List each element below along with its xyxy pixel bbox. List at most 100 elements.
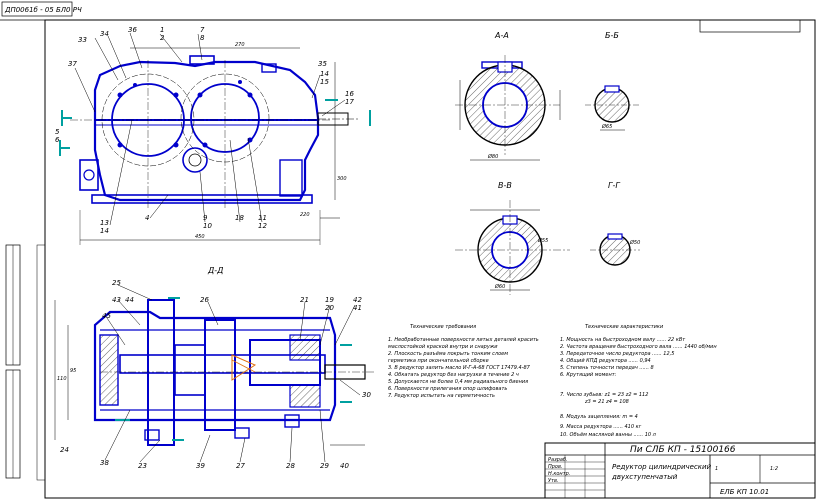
dim-width-top: 270 xyxy=(235,42,245,48)
section-aa-label: А-А xyxy=(494,31,509,40)
callout-29: 29 xyxy=(320,462,329,470)
tb-row-1: Разраб. xyxy=(548,457,568,463)
callout-42: 42 xyxy=(353,296,362,304)
callout-35: 35 xyxy=(318,60,327,68)
section-bb: Б-Б Ø65 xyxy=(585,31,640,131)
tech-line-8: z3 = 21 z4 = 108 xyxy=(584,399,629,405)
req-line-6: 4. Обкатать редуктор без нагрузки в тече… xyxy=(388,372,519,378)
tb-name-line2: двухступенчатый xyxy=(611,473,678,481)
dim-height: 300 xyxy=(337,176,347,182)
callout-38: 38 xyxy=(100,459,109,467)
plan-shaft-main xyxy=(119,354,326,374)
callout-2: 2 xyxy=(160,34,165,42)
tb-name-line1: Редуктор цилиндрический xyxy=(612,463,712,471)
req-line-9: 7. Редуктор испытать на герметичность xyxy=(388,393,495,399)
callout-34: 34 xyxy=(100,30,109,38)
callout-41: 41 xyxy=(353,304,362,312)
callout-37: 37 xyxy=(68,60,77,68)
req-line-7: 5. Допускается не более 0,4 мм радиально… xyxy=(388,379,528,385)
title-block: Разраб. Пров. Н.контр. Утв. Пи СЛБ КП - … xyxy=(544,442,816,499)
tech-line-6: 6. Крутящий момент: xyxy=(560,372,617,378)
tb-row-4: Утв. xyxy=(548,478,559,484)
tech-line-10: 9. Масса редуктора ...... 410 кг xyxy=(560,424,642,430)
req-line-5: 3. В редуктор залить масло И-Г-А-68 ГОСТ… xyxy=(388,365,531,371)
tb-sheet: 1 xyxy=(715,466,718,472)
dim-plan-height2: 110 xyxy=(57,376,67,382)
tech-line-4: 4. Общий КПД редуктора ...... 0,94 xyxy=(560,358,651,364)
req-line-1: 1. Необработанные поверхности литых дета… xyxy=(388,337,539,343)
callout-44: 44 xyxy=(125,296,134,304)
tech-line-7: 7. Число зубьев: z1 = 23 z2 = 112 xyxy=(560,392,648,398)
callout-40: 40 xyxy=(340,462,349,470)
plan-section-view: Д-Д 95 110 xyxy=(54,266,375,470)
tech-line-5: 5. Степень точности передач ...... 8 xyxy=(560,365,654,371)
dim-offset: 220 xyxy=(300,212,310,218)
tech-line-1: 1. Мощность на быстроходном валу ...... … xyxy=(560,337,686,343)
req-line-8: 6. Поверхности прилегания опор шлифовать xyxy=(388,386,507,392)
callout-21: 21 xyxy=(300,296,309,304)
callout-12: 12 xyxy=(258,222,267,230)
callout-13: 13 xyxy=(100,219,109,227)
callout-6: 6 xyxy=(55,136,60,144)
callout-43: 43 xyxy=(112,296,121,304)
callout-4: 4 xyxy=(145,214,149,222)
req-title: Технические требования xyxy=(410,324,476,330)
tb-code: ЕЛБ КП 10.01 xyxy=(720,488,769,496)
callout-19: 19 xyxy=(325,296,334,304)
callout-28: 28 xyxy=(286,462,295,470)
dim-plan-height: 95 xyxy=(70,368,76,374)
tb-doc-number: Пи СЛБ КП - 15100166 xyxy=(630,445,736,455)
req-line-3: 2. Плоскость разъёма покрыть тонким слое… xyxy=(388,351,508,357)
callout-16: 16 xyxy=(345,90,354,98)
callout-45: 45 xyxy=(102,312,111,320)
callout-8: 8 xyxy=(200,34,205,42)
callout-14b: 14 xyxy=(100,227,109,235)
stamp-box xyxy=(1,1,73,17)
housing-outline xyxy=(93,60,320,202)
tech-line-11: 10. Объём масляной ванны ...... 10 л xyxy=(560,432,657,438)
dim-width-bottom: 450 xyxy=(195,234,205,240)
section-gg: Г-Г Ø50 xyxy=(590,181,640,266)
callout-26: 26 xyxy=(200,296,209,304)
input-shaft-circle xyxy=(182,147,208,173)
section-bb-label: Б-Б xyxy=(605,31,619,40)
section-vv: В-В Ø60 Ø55 xyxy=(455,181,570,295)
plan-housing-outline xyxy=(93,310,337,422)
callout-14: 14 xyxy=(320,70,329,78)
callout-9: 9 xyxy=(203,214,208,222)
callout-33: 33 xyxy=(78,36,87,44)
callout-15: 15 xyxy=(320,78,329,86)
callout-25: 25 xyxy=(112,279,121,287)
callout-7: 7 xyxy=(200,26,205,34)
callout-18: 18 xyxy=(235,214,244,222)
dim-vv-side: Ø55 xyxy=(537,237,548,244)
section-dd-label: Д-Д xyxy=(207,266,223,275)
tech-characteristics: Технические характеристики 1. Мощность н… xyxy=(560,324,717,438)
tech-title: Технические характеристики xyxy=(585,324,664,330)
req-line-2: маслостойкой краской внутри и снаружи xyxy=(388,344,498,350)
dim-gg-dia: Ø50 xyxy=(629,239,640,246)
dim-vv-dia: Ø60 xyxy=(494,283,505,290)
tech-line-3: 3. Передаточное число редуктора ...... 1… xyxy=(560,351,674,357)
req-line-4: герметика при окончательной сборке xyxy=(388,358,489,364)
tb-row-2: Пров. xyxy=(548,464,563,470)
callout-23: 23 xyxy=(138,462,147,470)
callout-36: 36 xyxy=(128,26,137,34)
callout-11: 11 xyxy=(258,214,267,222)
section-gg-label: Г-Г xyxy=(608,181,620,190)
tech-requirements: Технические требования 1. Необработанные… xyxy=(388,324,539,399)
callout-27: 27 xyxy=(236,462,245,470)
callout-5: 5 xyxy=(55,128,60,136)
callout-39: 39 xyxy=(196,462,205,470)
section-vv-label: В-В xyxy=(498,181,512,190)
tb-row-3: Н.контр. xyxy=(548,471,570,477)
tb-scale: 1:2 xyxy=(770,466,778,472)
tech-line-2: 2. Частота вращения быстроходного вала .… xyxy=(560,344,717,350)
stamp-top-text: ДП0061б - 05 БЛ0 РЧ xyxy=(4,6,82,14)
front-view: 450 270 300 220 33 xyxy=(55,26,371,245)
callout-24: 24 xyxy=(60,446,69,454)
base-flange xyxy=(91,194,313,204)
dim-aa-dia: Ø80 xyxy=(487,153,498,160)
